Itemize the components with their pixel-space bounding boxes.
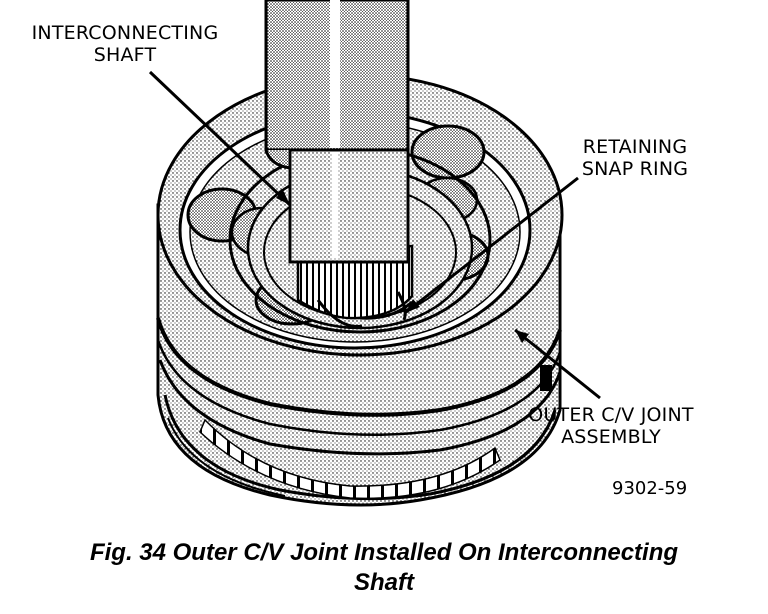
- snap-ring: [316, 291, 414, 328]
- leader-lines: [148, 70, 601, 400]
- figure-caption: Fig. 34 Outer C/V Joint Installed On Int…: [89, 539, 679, 596]
- label-interconnecting-shaft: INTERCONNECTING SHAFT: [31, 22, 219, 66]
- label-retaining-snap-ring: RETAINING SNAP RING: [581, 136, 689, 180]
- figure-number: 9302-59: [612, 478, 688, 499]
- interconnecting-shaft: [264, 0, 410, 264]
- label-outer-cv-joint-assembly: OUTER C/V JOINT ASSEMBLY: [528, 404, 694, 448]
- shaft-splines: [296, 244, 414, 320]
